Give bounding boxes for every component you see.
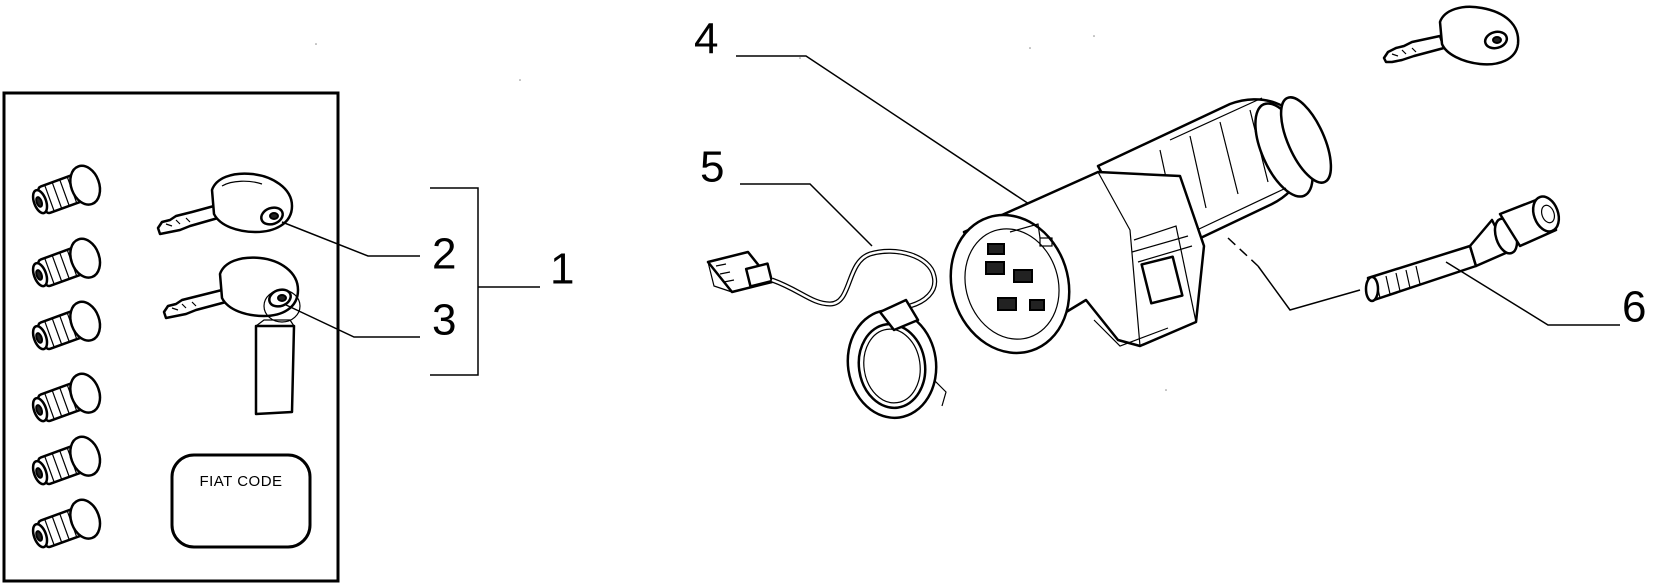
- callout-6: 6: [1622, 283, 1646, 332]
- callout-3: 3: [432, 296, 456, 345]
- spare-key-icon: [1382, 5, 1520, 66]
- lock-cylinder-icon: [31, 372, 102, 423]
- fiat-code-card: FIAT CODE: [170, 453, 312, 549]
- lock-cylinder-icon: [31, 237, 102, 288]
- lock-cylinder-icon: [31, 300, 102, 351]
- callout-2: 2: [432, 230, 456, 279]
- lock-cylinder-icon: [31, 435, 102, 486]
- callout-1: 1: [550, 245, 574, 294]
- lock-cylinder-icon: [31, 164, 102, 215]
- scan-speckles: [315, 35, 1167, 391]
- fiat-code-label: FIAT CODE: [199, 473, 282, 490]
- callout-5: 5: [700, 143, 724, 192]
- callout-4: 4: [694, 15, 718, 64]
- leader-line-6: [1445, 261, 1620, 326]
- leader-line-2: [281, 221, 420, 257]
- lock-cylinder-icon: [31, 498, 102, 549]
- bolt-locating-line: [1227, 237, 1259, 267]
- lock-kit-box: [2, 91, 340, 583]
- key-with-tag-icon: [162, 256, 301, 416]
- leader-line-4: [736, 55, 1033, 207]
- group-bracket: [430, 187, 479, 376]
- lock-cylinders-column: [31, 164, 102, 549]
- key-icon: [156, 172, 294, 236]
- shear-bolt-icon: [1364, 195, 1561, 303]
- ignition-switch-assembly-icon: [949, 96, 1333, 355]
- antenna-ring-sensor-icon: [706, 248, 947, 420]
- leader-line-5: [740, 183, 873, 247]
- bolt-locating-line-solid: [1257, 265, 1361, 311]
- leader-line-3: [283, 303, 420, 338]
